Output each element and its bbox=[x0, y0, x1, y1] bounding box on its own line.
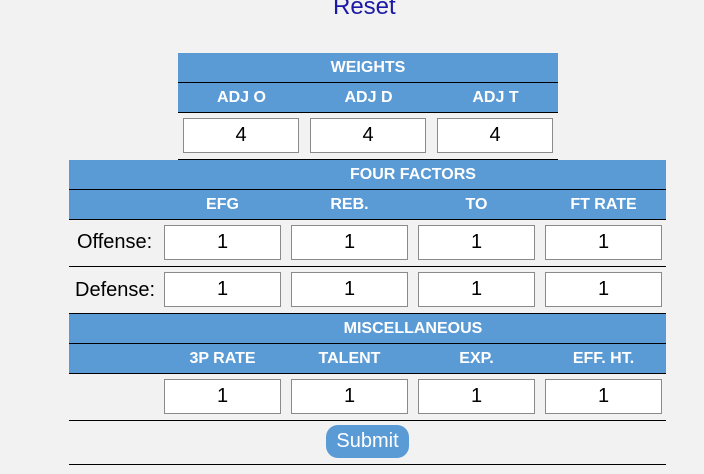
defense-efg-input[interactable] bbox=[164, 272, 281, 307]
misc-header: MISCELLANEOUS bbox=[69, 314, 666, 343]
col-ft-rate: FT RATE bbox=[570, 195, 637, 213]
eff-ht-input[interactable] bbox=[545, 379, 662, 414]
col-3p-rate: 3P RATE bbox=[189, 349, 256, 367]
divider bbox=[69, 373, 666, 374]
divider bbox=[69, 343, 666, 344]
four-factors-header: FOUR FACTORS bbox=[69, 160, 666, 189]
offense-reb-input[interactable] bbox=[291, 225, 408, 260]
col-adj-d: ADJ D bbox=[344, 88, 393, 106]
divider bbox=[178, 82, 558, 83]
adj-t-weight-input[interactable] bbox=[437, 118, 553, 153]
col-talent: TALENT bbox=[318, 349, 381, 367]
defense-label: Defense: bbox=[75, 279, 156, 301]
divider bbox=[69, 189, 666, 190]
weights-column-headers: ADJ O ADJ D ADJ T bbox=[178, 83, 558, 112]
col-eff-ht: EFF. HT. bbox=[572, 349, 635, 367]
col-exp: EXP. bbox=[459, 349, 494, 367]
defense-to-input[interactable] bbox=[418, 272, 535, 307]
adj-d-weight-input[interactable] bbox=[310, 118, 426, 153]
col-adj-o: ADJ O bbox=[217, 88, 266, 106]
defense-reb-input[interactable] bbox=[291, 272, 408, 307]
col-adj-t: ADJ T bbox=[472, 88, 519, 106]
four-factors-title: FOUR FACTORS bbox=[350, 165, 476, 183]
divider bbox=[69, 266, 666, 267]
divider bbox=[69, 464, 666, 465]
reset-link[interactable]: Reset bbox=[333, 0, 396, 20]
col-efg: EFG bbox=[206, 195, 239, 213]
four-factors-column-headers: EFG REB. TO FT RATE bbox=[69, 190, 666, 219]
exp-input[interactable] bbox=[418, 379, 535, 414]
weights-title: WEIGHTS bbox=[330, 58, 406, 76]
col-to: TO bbox=[465, 195, 488, 213]
col-reb: REB. bbox=[330, 195, 369, 213]
divider bbox=[69, 420, 666, 421]
offense-ft-rate-input[interactable] bbox=[545, 225, 662, 260]
divider bbox=[69, 219, 666, 220]
divider bbox=[178, 159, 558, 160]
misc-column-headers: 3P RATE TALENT EXP. EFF. HT. bbox=[69, 344, 666, 373]
weights-header: WEIGHTS bbox=[178, 53, 558, 82]
submit-button[interactable]: Submit bbox=[326, 425, 409, 458]
offense-to-input[interactable] bbox=[418, 225, 535, 260]
offense-efg-input[interactable] bbox=[164, 225, 281, 260]
3p-rate-input[interactable] bbox=[164, 379, 281, 414]
adj-o-weight-input[interactable] bbox=[183, 118, 299, 153]
divider bbox=[69, 313, 666, 314]
misc-title: MISCELLANEOUS bbox=[343, 319, 483, 337]
defense-ft-rate-input[interactable] bbox=[545, 272, 662, 307]
divider bbox=[178, 112, 558, 113]
offense-label: Offense: bbox=[77, 231, 153, 253]
talent-input[interactable] bbox=[291, 379, 408, 414]
